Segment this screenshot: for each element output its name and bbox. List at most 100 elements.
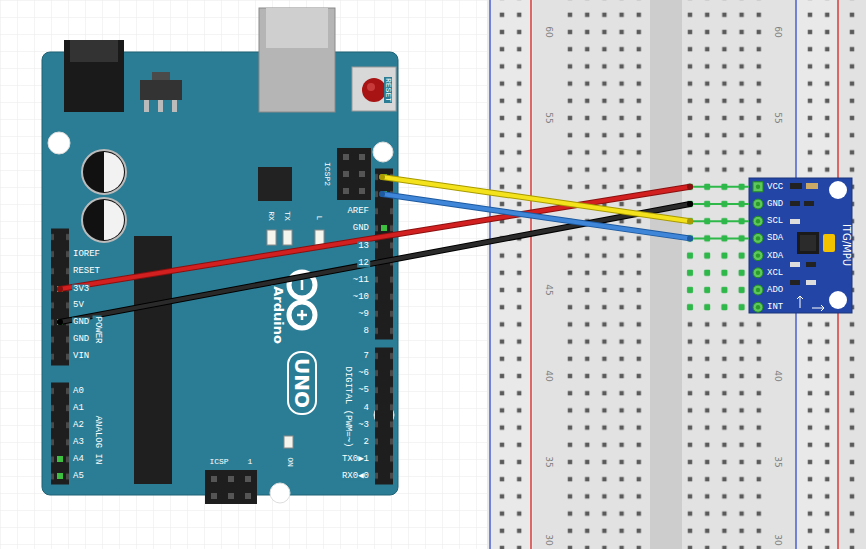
sensor-module-illustration <box>829 181 847 199</box>
arduino-logo <box>301 310 304 320</box>
module-pin <box>753 251 763 261</box>
sensor-module-illustration <box>790 201 800 206</box>
pin-header <box>51 383 69 485</box>
wire-end <box>57 286 63 292</box>
status-led <box>267 230 276 245</box>
pin-name: A4 <box>72 455 85 464</box>
pin-header <box>375 348 393 485</box>
capacitor <box>104 200 124 240</box>
power-jack <box>70 40 118 62</box>
icsp-header <box>205 148 371 504</box>
connected-holes <box>681 178 750 316</box>
sensor-module-illustration <box>790 219 800 224</box>
breadboard-row <box>690 237 749 239</box>
arduino-illustration <box>42 52 398 495</box>
sensor-module: ITG/MPU <box>749 178 852 313</box>
header-label: DIGITAL (PWM=~) <box>343 365 352 448</box>
module-pin <box>753 216 763 226</box>
module-pin <box>753 199 763 209</box>
pin-name: INT <box>766 303 784 312</box>
pin-name: AREF <box>346 207 370 216</box>
brand-name: Arduino <box>272 285 285 345</box>
sensor-module-illustration <box>797 296 824 311</box>
arduino-illustration <box>42 8 398 504</box>
header-label: ICSP2 <box>323 161 331 187</box>
pin-name: 8 <box>363 327 370 336</box>
wire-core <box>60 204 690 322</box>
led-label: TX <box>283 210 291 222</box>
breadboard-body <box>489 0 491 549</box>
icsp-header <box>211 476 217 482</box>
module-pin <box>753 268 763 278</box>
pin-name: ~3 <box>357 421 370 430</box>
wire-end <box>687 184 693 190</box>
sensor-module-illustration <box>806 280 816 285</box>
pin-name: TX0▶1 <box>341 455 370 464</box>
module-pin <box>756 305 760 309</box>
voltage-regulator <box>158 100 163 112</box>
breadboard-row <box>690 203 749 205</box>
pin-name: XDA <box>766 251 784 260</box>
pin-name: RESET <box>72 267 101 276</box>
pin-name: SCL <box>766 217 784 226</box>
icsp-header <box>359 188 365 194</box>
pin-header <box>51 229 69 366</box>
used-pin <box>57 319 63 325</box>
mounting-hole <box>270 483 290 503</box>
wire-core <box>382 194 690 238</box>
wire-core <box>60 187 690 289</box>
header-label: ANALOG IN <box>93 415 102 466</box>
module-pin <box>753 182 763 192</box>
breadboard-holes <box>561 0 647 549</box>
row-number: 60 <box>773 25 782 38</box>
arduino-logo <box>289 302 315 328</box>
pin-name: 7 <box>363 352 370 361</box>
icsp-header <box>211 493 217 499</box>
pin-name: A0 <box>72 387 85 396</box>
breadboard-body <box>530 0 532 549</box>
used-pin <box>381 225 387 231</box>
pin-name: RX0◀0 <box>341 472 370 481</box>
icsp-header <box>359 154 365 160</box>
led-label: ON <box>286 456 294 468</box>
pin-header <box>375 348 393 485</box>
module-pin <box>756 202 760 206</box>
pin-name: 4 <box>363 404 370 413</box>
reset-button <box>352 67 396 111</box>
breadboard-holes <box>681 0 767 549</box>
pin-number: 1 <box>247 458 254 466</box>
reset-button <box>367 83 375 91</box>
breadboard-row <box>690 220 749 222</box>
pin-name: ~9 <box>357 310 370 319</box>
row-number: 55 <box>544 111 553 124</box>
voltage-regulator <box>144 100 149 112</box>
breadboard-holes <box>493 0 527 549</box>
mounting-hole <box>48 132 70 154</box>
pin-header <box>51 383 69 485</box>
row-number: 30 <box>544 533 553 546</box>
usb-connector <box>259 8 335 112</box>
pin-name: GND <box>72 335 90 344</box>
button-label: RESET <box>384 77 392 103</box>
led-label: RX <box>267 210 275 222</box>
wire-outline <box>60 187 690 289</box>
pin-header <box>375 348 393 485</box>
module-name: ITG/MPU <box>841 223 851 267</box>
row-number: 45 <box>544 283 553 296</box>
icsp-header <box>343 171 349 177</box>
mounting-hole <box>373 142 393 162</box>
pin-name: ~6 <box>357 369 370 378</box>
usb-connector <box>259 8 335 112</box>
reset-button <box>362 78 386 102</box>
icsp-header <box>228 493 234 499</box>
pin-name: ADO <box>766 286 784 295</box>
wire-end <box>379 174 385 180</box>
pin-name: ~5 <box>357 386 370 395</box>
row-number: 60 <box>544 25 553 38</box>
row-number: 40 <box>773 369 782 382</box>
module-pin <box>756 253 760 257</box>
grid-background <box>0 0 487 549</box>
icsp-header <box>205 470 257 504</box>
jumper-wire <box>379 191 749 241</box>
module-pin <box>756 185 760 189</box>
